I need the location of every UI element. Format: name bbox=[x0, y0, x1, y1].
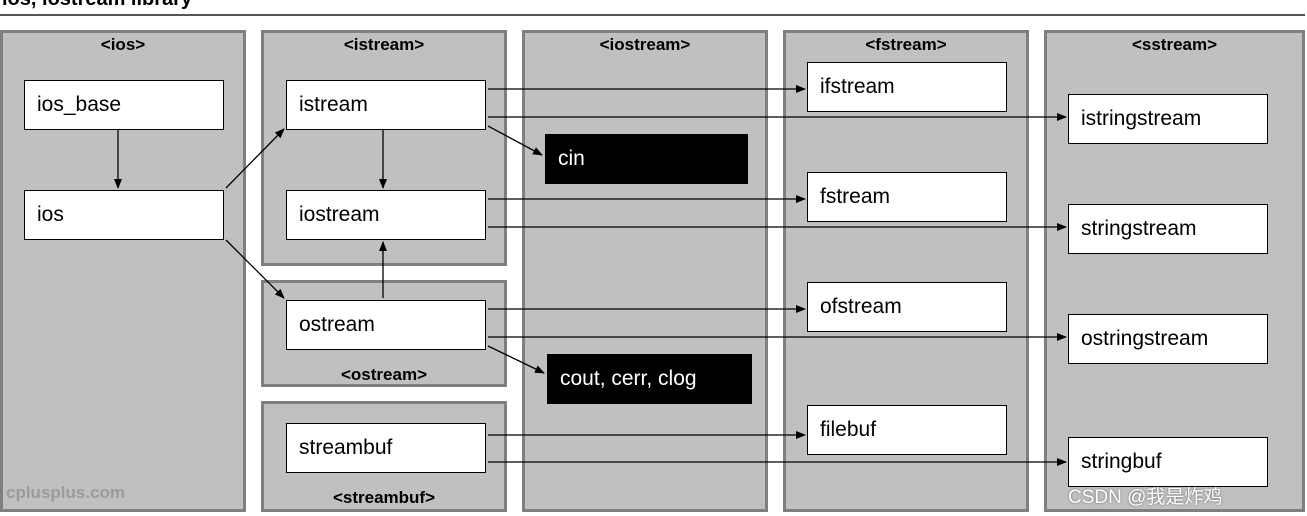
class-iostream: iostream bbox=[286, 190, 486, 240]
object-cout-cerr-clog: cout, cerr, clog bbox=[547, 354, 752, 404]
top-title: ios, iostream library bbox=[2, 0, 192, 10]
source-watermark: cplusplus.com bbox=[6, 483, 126, 502]
header-iostream: <iostream> bbox=[599, 35, 691, 54]
class-filebuf: filebuf bbox=[807, 405, 1007, 455]
header-ios: <ios> bbox=[100, 35, 146, 54]
class-istream: istream bbox=[286, 80, 486, 130]
class-ios: ios bbox=[24, 190, 224, 240]
class-stringbuf: stringbuf bbox=[1068, 437, 1268, 487]
class-fstream: fstream bbox=[807, 172, 1007, 222]
class-stringstream: stringstream bbox=[1068, 204, 1268, 254]
top-title-strip: ios, iostream library bbox=[0, 0, 260, 10]
object-cin: cin bbox=[545, 134, 748, 184]
arrow-ostream-to-cout bbox=[487, 345, 545, 374]
header-streambuf: <streambuf> bbox=[332, 488, 436, 507]
class-istringstream: istringstream bbox=[1068, 94, 1268, 144]
class-ostringstream: ostringstream bbox=[1068, 314, 1268, 364]
header-fstream: <fstream> bbox=[865, 35, 947, 54]
class-ios-base: ios_base bbox=[24, 80, 224, 130]
arrow-ios-to-ostream bbox=[225, 239, 285, 299]
arrow-istream-to-cin bbox=[487, 125, 543, 156]
class-ofstream: ofstream bbox=[807, 282, 1007, 332]
csdn-watermark: CSDN @我是炸鸡 bbox=[1068, 487, 1223, 508]
iostream-panel: <iostream> bbox=[522, 30, 768, 512]
arrow-ios-to-istream bbox=[225, 128, 285, 189]
header-istream: <istream> bbox=[343, 35, 425, 54]
class-streambuf: streambuf bbox=[286, 423, 486, 473]
header-ostream: <ostream> bbox=[341, 365, 427, 384]
header-sstream: <sstream> bbox=[1131, 35, 1218, 54]
class-ostream: ostream bbox=[286, 300, 486, 350]
class-ifstream: ifstream bbox=[807, 62, 1007, 112]
